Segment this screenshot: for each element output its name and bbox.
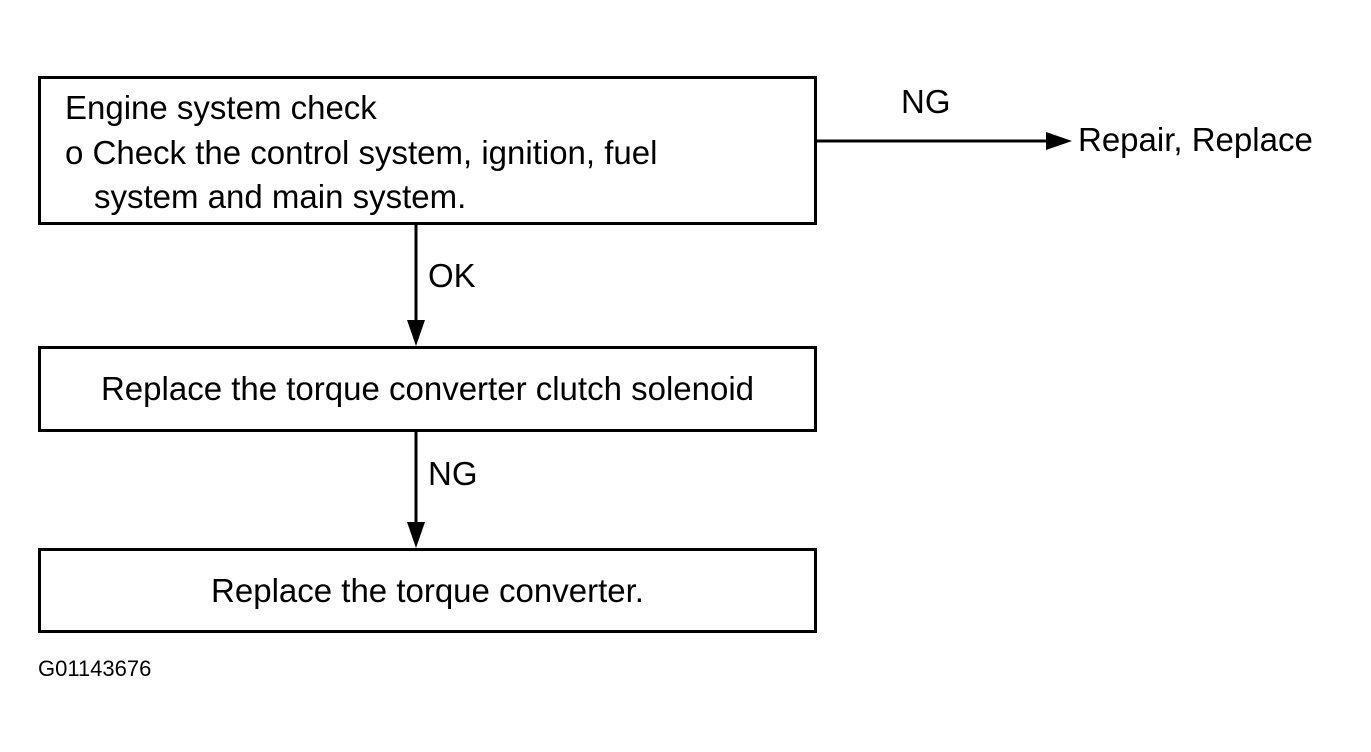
step1-detail-line1: o Check the control system, ignition, fu… [65,134,658,171]
step3-text: Replace the torque converter. [211,572,644,609]
step-replace-torque-converter-box: Replace the torque converter. [38,548,817,633]
outcome-repair-replace: Repair, Replace [1078,121,1313,158]
arrow-ok-down-head [407,320,425,346]
branch-label-ng-right: NG [901,83,951,120]
step1-detail-line2: system and main system. [94,178,467,215]
step-engine-system-check-box: Engine system check o Check the control … [38,76,817,225]
step-replace-clutch-solenoid-box: Replace the torque converter clutch sole… [38,346,817,432]
branch-label-ng-down: NG [428,455,478,492]
arrow-ng-down-head [407,522,425,548]
step2-text: Replace the torque converter clutch sole… [100,370,755,407]
branch-label-ok: OK [428,257,476,294]
arrow-ng-right-head [1046,132,1072,150]
figure-id: G01143676 [38,656,152,681]
step1-title: Engine system check [65,89,377,126]
